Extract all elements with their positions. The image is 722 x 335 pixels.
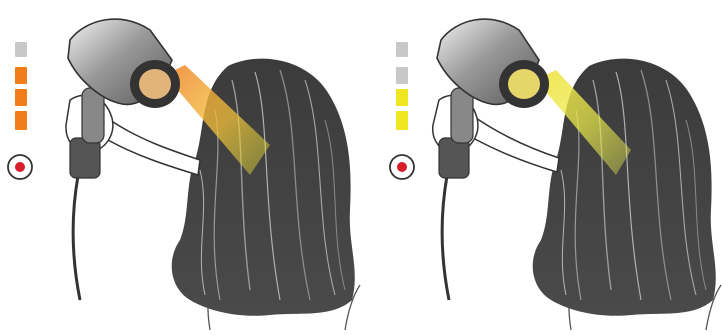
heat-bar-1 [15,111,27,130]
power-button-icon [390,155,414,179]
heat-bar-2 [15,89,27,106]
heat-setting-indicator-icon [15,42,27,130]
illustration-left [0,0,361,335]
heat-bar-1 [396,111,408,130]
dryer-scene-left [0,0,361,335]
heat-bar-4 [15,42,27,57]
heat-setting-indicator-icon [396,42,408,130]
heat-bar-3 [396,67,408,84]
dryer-scene-right [361,0,722,335]
illustration-right [361,0,722,335]
heat-bar-2 [396,89,408,106]
heat-bar-3 [15,67,27,84]
power-button-icon [8,155,32,179]
heat-bar-4 [396,42,408,57]
